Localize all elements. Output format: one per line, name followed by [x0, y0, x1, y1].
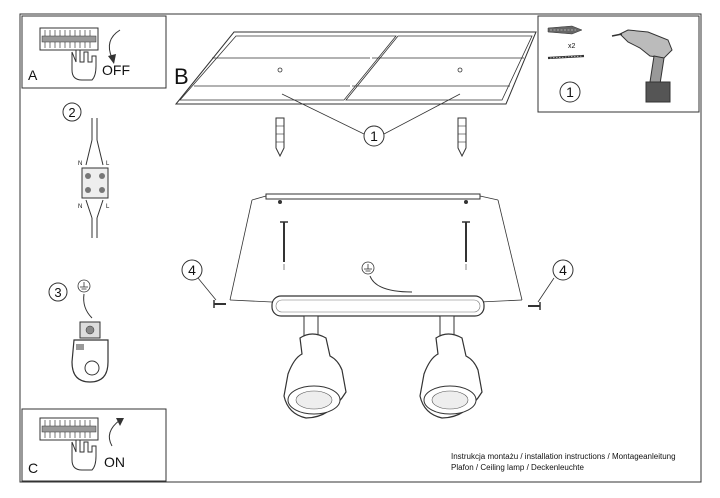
- drill-hole-icon: [457, 67, 463, 73]
- step-1-number: 1: [370, 128, 378, 144]
- arrow-head-icon: [116, 418, 124, 426]
- terminal-block-icon: [81, 167, 109, 199]
- step-3-number: 3: [54, 285, 61, 300]
- leader-line: [537, 277, 555, 303]
- hand-icon: [71, 49, 97, 81]
- terminal-label-l-top: L: [106, 161, 110, 167]
- arrow-down-icon: [108, 29, 121, 59]
- footer-line-2: Plafon / Ceiling lamp / Deckenleuchte: [451, 463, 585, 472]
- step-3-ground: 3: [48, 279, 109, 383]
- wall-plug-icon: [457, 117, 467, 158]
- arrow-up-icon: [108, 419, 121, 447]
- arrow-head-icon: [108, 54, 116, 64]
- panel-b-letter: B: [174, 64, 189, 89]
- terminal-label-l-bottom: L: [106, 204, 110, 210]
- step-4-circle: [181, 259, 203, 281]
- terminal-label-n-bottom: N: [78, 204, 82, 210]
- hand-icon: [71, 439, 97, 471]
- ground-terminal-icon: [71, 321, 109, 383]
- drill-hole-icon: [277, 67, 283, 73]
- panel-c-action: ON: [104, 454, 125, 470]
- circuit-breaker-icon: [39, 417, 99, 441]
- spot-lamp-left: [283, 315, 347, 419]
- panel-c-letter: C: [28, 460, 38, 476]
- mounting-bracket: [265, 193, 481, 204]
- cover-outline: [229, 195, 523, 303]
- quantity-label: x2: [568, 43, 576, 50]
- tools-step-number: 1: [566, 84, 574, 100]
- ceiling-plate: [174, 31, 537, 105]
- spot-lamp-right: [419, 315, 483, 419]
- step-2-number: 2: [68, 105, 75, 120]
- leader-line: [281, 93, 365, 135]
- side-screw-icon: [528, 302, 541, 310]
- tools-panel: x2 1: [537, 15, 700, 113]
- ground-symbol-icon: [77, 279, 91, 293]
- screw-icon: [280, 221, 288, 270]
- step-4-circle: [552, 259, 574, 281]
- ground-symbol-icon: [361, 261, 375, 275]
- step-2-wiring: 2 N L N L: [62, 102, 110, 238]
- step-1-circle: [559, 81, 581, 103]
- panel-a-letter: A: [28, 67, 38, 83]
- lamp-base-bar: [271, 295, 485, 317]
- panel-a: A OFF: [21, 15, 167, 89]
- circuit-breaker-icon: [39, 27, 99, 51]
- panel-c: C ON: [21, 408, 167, 482]
- footer-line-1: Instrukcja montażu / installation instru…: [451, 452, 676, 461]
- panel-a-action: OFF: [102, 62, 130, 78]
- outer-frame: [19, 13, 702, 483]
- wall-plug-icon: [275, 117, 285, 158]
- terminal-label-n-top: N: [78, 161, 82, 167]
- step-4-number-right: 4: [559, 262, 567, 278]
- ground-wire-icon: [369, 275, 413, 293]
- screw-icon: [462, 221, 470, 270]
- leader-line: [383, 93, 461, 135]
- step-4-number-left: 4: [188, 262, 196, 278]
- leader-line: [197, 277, 217, 301]
- drill-icon: [611, 29, 673, 103]
- side-screw-icon: [213, 300, 226, 308]
- screw-icon: [547, 54, 585, 60]
- step-3-circle: [48, 282, 68, 302]
- step-1-circle: [363, 125, 385, 147]
- wall-plug-icon: [547, 25, 583, 35]
- step-2-circle: [62, 102, 82, 122]
